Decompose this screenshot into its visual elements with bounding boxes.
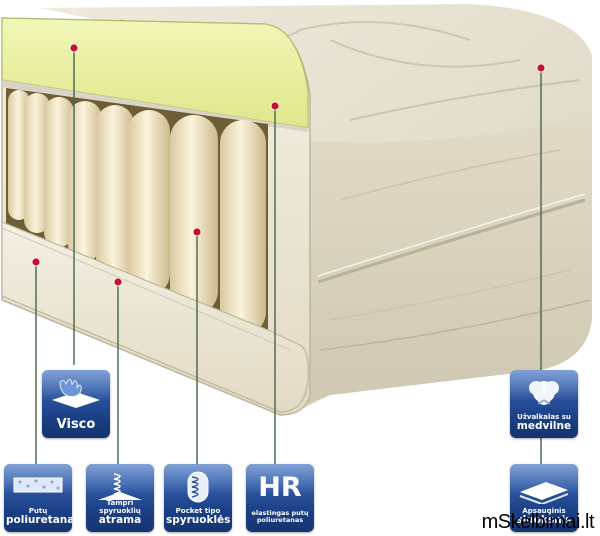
- marker-spring-support: [113, 277, 123, 287]
- pocket-springs-label-large: spyruoklės: [166, 513, 231, 526]
- cover-badge: Užvalkalas su medvilne: [510, 370, 578, 438]
- foam-label-large: poliuretanas: [6, 513, 72, 526]
- foam-badge: Putų poliuretanas: [4, 464, 72, 532]
- protective-badge: Apsauginis sluoksnis: [510, 464, 578, 532]
- protective-layer-icon: [519, 482, 569, 504]
- marker-cover: [536, 63, 546, 73]
- bottom-foam-layer: [1, 221, 309, 413]
- spring-support-badge: Tampri spyruoklių atrama: [86, 464, 154, 532]
- spring-support-icon: [98, 473, 142, 500]
- marker-foam: [31, 257, 41, 267]
- visco-label: Visco: [56, 417, 96, 433]
- marker-hr: [270, 101, 280, 111]
- cotton-flower-icon: [529, 381, 559, 405]
- watermark: mSkelbimai.lt: [481, 511, 595, 533]
- leader-lines: [35, 48, 542, 465]
- spring-support-label-small: Tampri spyruoklių: [99, 499, 141, 515]
- marker-pocket-springs: [192, 227, 202, 237]
- hr-label-small: elastingas putų poliuretanas: [251, 509, 309, 525]
- protective-label-small: Apsauginis: [522, 506, 566, 515]
- mattress-body: [40, 4, 592, 410]
- visco-badge: Visco: [42, 370, 110, 438]
- visco-layer: [1, 17, 309, 129]
- spring-support-label-large: atrama: [98, 513, 142, 526]
- cover-label-small: Užvalkalas su: [517, 412, 571, 421]
- protective-label-large: sluoksnis: [516, 513, 572, 526]
- cover-label-large: medvilne: [516, 419, 572, 432]
- foam-label-small: Putų: [28, 506, 48, 515]
- hand-imprint-icon: [52, 379, 100, 408]
- pocket-springs: [8, 90, 266, 335]
- pocket-spring-icon: [187, 471, 209, 503]
- pocket-springs-label-small: Pocket tipo: [175, 506, 221, 515]
- foam-block-icon: [13, 477, 63, 493]
- pocket-springs-badge: Pocket tipo spyruoklės: [164, 464, 232, 532]
- layer-markers: [31, 43, 546, 287]
- hr-badge: HR elastingas putų poliuretanas: [246, 464, 314, 532]
- marker-visco: [69, 43, 79, 53]
- hr-label: HR: [258, 472, 302, 503]
